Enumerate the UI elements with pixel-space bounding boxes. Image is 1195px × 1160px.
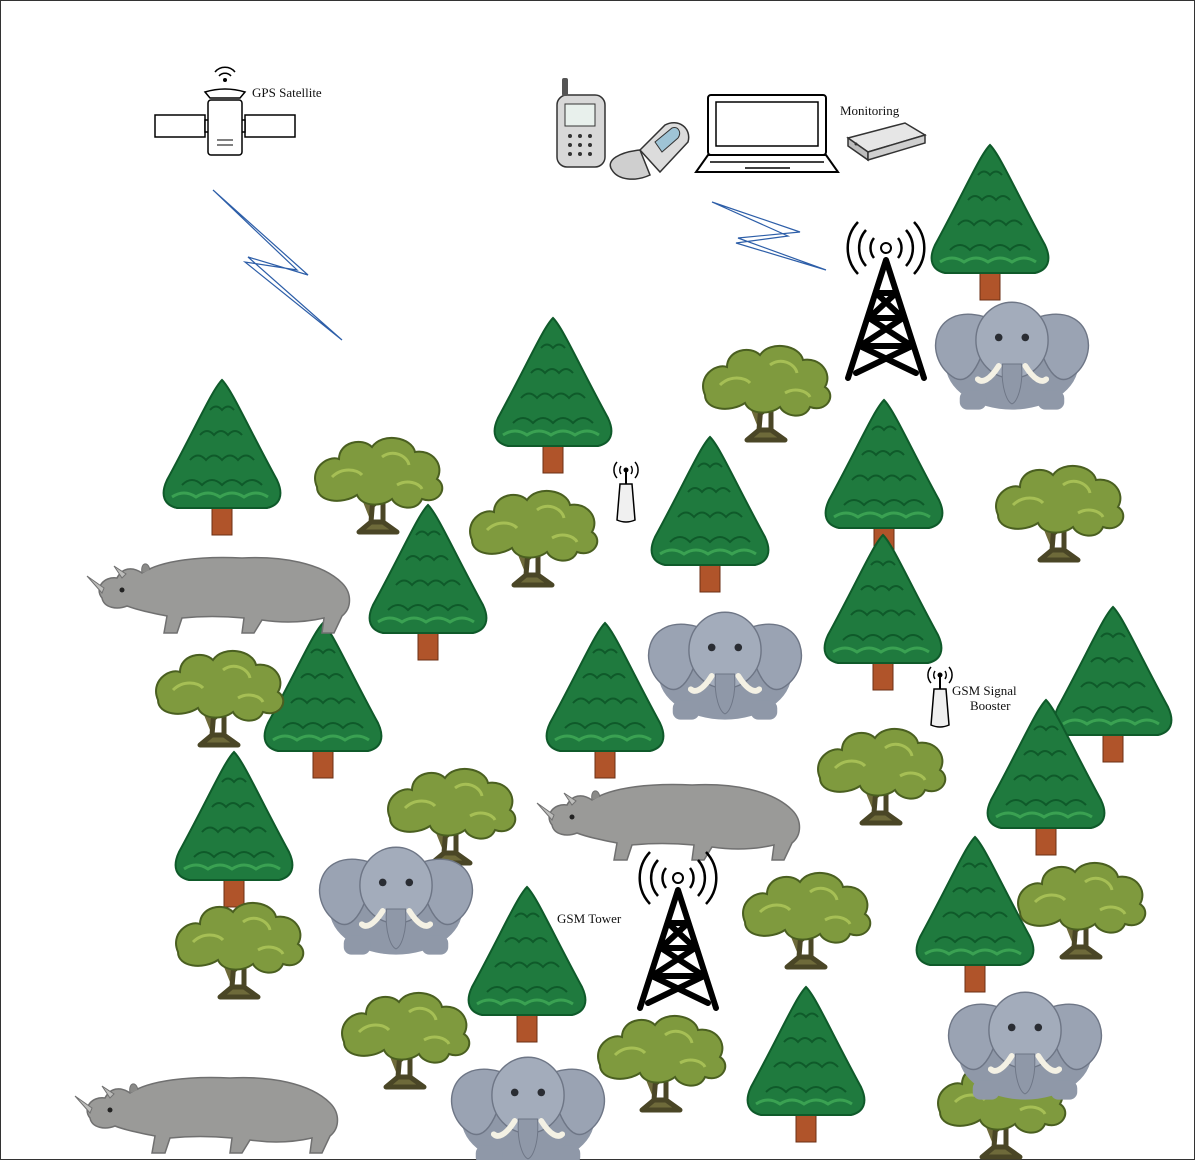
pine-tree-icon [825, 535, 942, 690]
signal-booster-icon [928, 667, 952, 727]
pine-tree-icon [826, 400, 943, 555]
gsm-tower-icon [848, 222, 925, 378]
signal-booster-icon [614, 462, 638, 522]
elephant-icon [936, 302, 1089, 409]
router-icon [848, 123, 925, 160]
oak-tree-icon [342, 993, 469, 1087]
gsm-tower-icon [640, 852, 717, 1008]
oak-tree-icon [703, 346, 830, 440]
pine-tree-icon [176, 752, 293, 907]
mobile-phone-icon [557, 78, 605, 167]
gps-signal-bolt [213, 190, 342, 340]
pine-tree-icon [1055, 607, 1172, 762]
oak-tree-icon [1018, 863, 1145, 957]
oak-tree-icon [996, 466, 1123, 560]
elephant-icon [649, 612, 802, 719]
laptop-icon [696, 95, 838, 172]
pine-tree-icon [164, 380, 281, 535]
pine-tree-icon [917, 837, 1034, 992]
gsm-booster-label-line1: GSM Signal [952, 683, 1017, 698]
gsm-signal-bolt [712, 202, 826, 270]
gsm-tower-label: GSM Tower [557, 911, 622, 926]
rhino-icon [537, 785, 800, 860]
monitoring-label: Monitoring [840, 103, 900, 118]
oak-tree-icon [598, 1016, 725, 1110]
pine-tree-icon [547, 623, 664, 778]
oak-tree-icon [818, 729, 945, 823]
oak-tree-icon [743, 873, 870, 967]
pine-tree-icon [495, 318, 612, 473]
flip-phone-icon [610, 123, 688, 179]
satellite-icon [155, 67, 295, 155]
pine-tree-icon [748, 987, 865, 1142]
oak-tree-icon [470, 491, 597, 585]
rhino-icon [87, 558, 350, 633]
pine-tree-icon [932, 145, 1049, 300]
gps-satellite-label: GPS Satellite [252, 85, 322, 100]
rhino-icon [75, 1078, 338, 1153]
elephant-icon [320, 847, 473, 954]
pine-tree-icon [652, 437, 769, 592]
elephant-icon [452, 1057, 605, 1160]
gsm-booster-label-line2: Booster [970, 698, 1011, 713]
oak-tree-icon [176, 903, 303, 997]
